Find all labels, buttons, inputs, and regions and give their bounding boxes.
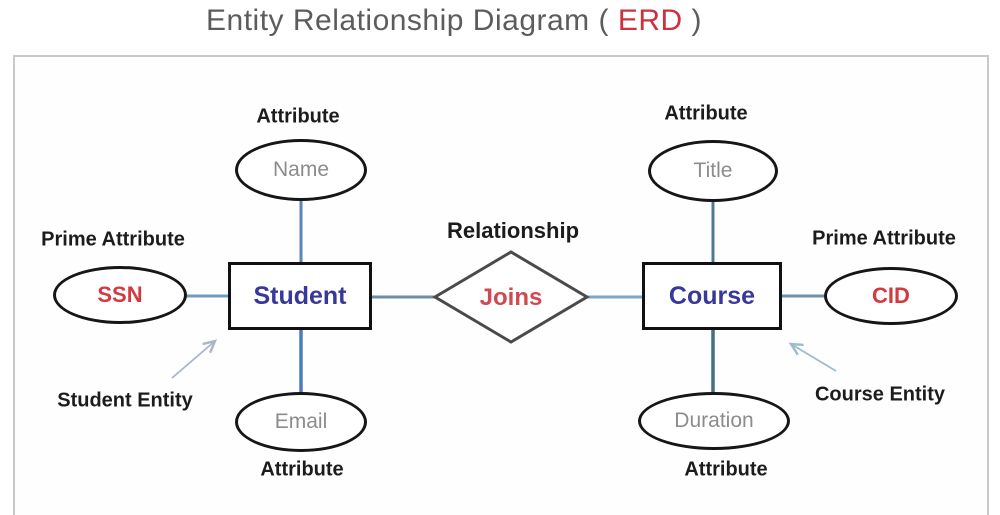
page-title-suffix: ) — [682, 4, 702, 37]
joins-relationship-diamond — [432, 250, 590, 344]
connector-layer — [171, 200, 837, 395]
prime-attribute-caption-left: Prime Attribute — [41, 228, 185, 251]
duration-attribute-label: Duration — [674, 409, 754, 432]
attribute-caption-title: Attribute — [664, 102, 748, 125]
name-attribute-label: Name — [272, 158, 330, 181]
course-entity-arrow-icon — [788, 342, 837, 372]
student-entity-arrow-icon — [171, 339, 218, 379]
student-entity-box: Student — [228, 262, 372, 330]
page-title-prefix: Entity Relationship Diagram ( — [206, 4, 618, 37]
course-entity-box: Course — [642, 262, 782, 330]
title-attribute-label: Title — [693, 159, 733, 182]
cid-attribute-label: CID — [872, 283, 910, 308]
email-attribute-ellipse: Email — [235, 392, 367, 452]
name-attribute-ellipse: Name — [235, 139, 367, 201]
ssn-attribute-label: SSN — [97, 282, 143, 307]
relationship-caption: Relationship — [446, 218, 580, 243]
email-attribute-label: Email — [274, 410, 328, 433]
attribute-caption-duration: Attribute — [684, 458, 768, 481]
duration-attribute-ellipse: Duration — [638, 392, 790, 450]
attribute-caption-email: Attribute — [260, 458, 344, 481]
attribute-caption-name: Attribute — [256, 105, 340, 128]
ssn-attribute-ellipse: SSN — [53, 266, 187, 324]
cid-attribute-ellipse: CID — [824, 267, 958, 325]
student-entity-label: Student — [253, 281, 347, 310]
page-title-highlight: ERD — [617, 4, 683, 37]
course-entity-label: Course — [668, 281, 756, 310]
prime-attribute-caption-right: Prime Attribute — [812, 227, 956, 250]
student-entity-caption: Student Entity — [57, 389, 193, 412]
title-attribute-ellipse: Title — [648, 140, 778, 202]
page-title: Entity Relationship Diagram ( ERD ) — [206, 4, 702, 38]
joins-relationship-label: Joins — [479, 284, 543, 311]
course-entity-caption: Course Entity — [814, 383, 946, 406]
